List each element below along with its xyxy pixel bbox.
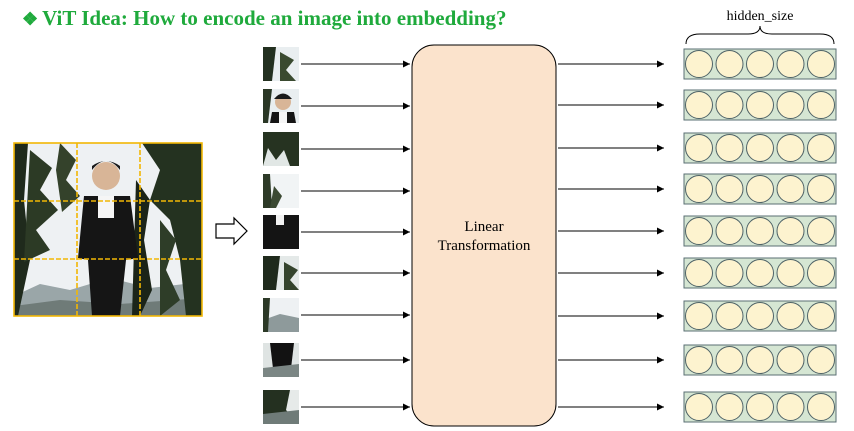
embedding-cell	[807, 91, 835, 119]
embedding-cell	[746, 302, 774, 330]
embedding-cell	[746, 217, 774, 245]
patch-6	[263, 256, 299, 290]
input-image	[14, 143, 202, 316]
embedding-cell	[715, 50, 744, 78]
embedding-cell	[807, 302, 835, 330]
embedding-cell	[685, 346, 713, 374]
embedding-cell	[807, 217, 835, 245]
embedding-cell	[715, 91, 744, 119]
embedding-cell	[685, 393, 713, 421]
embedding-cell	[776, 259, 805, 287]
embedding-cell	[746, 50, 774, 78]
hollow-right-arrow-icon	[215, 216, 248, 246]
box-to-embedding-arrows	[558, 60, 664, 411]
patch-1	[263, 47, 299, 81]
embedding-cell	[685, 50, 713, 78]
embedding-row-7	[683, 300, 837, 332]
embedding-cell	[715, 175, 744, 203]
embedding-cell	[776, 393, 805, 421]
embedding-cell	[715, 217, 744, 245]
box-label-line1: Linear	[464, 219, 504, 235]
embedding-cell	[685, 302, 713, 330]
embedding-cell	[715, 134, 744, 162]
embedding-cell	[807, 346, 835, 374]
linear-transformation-box	[411, 44, 557, 427]
embedding-row-6	[683, 257, 837, 289]
diagram-title: ❖ViT Idea: How to encode an image into e…	[22, 6, 507, 31]
embedding-cell	[715, 393, 744, 421]
embedding-cell	[776, 91, 805, 119]
linear-transformation-label: Linear Transformation	[412, 218, 556, 256]
embedding-cell	[807, 259, 835, 287]
box-label-line2: Transformation	[437, 238, 531, 254]
embedding-row-1	[683, 48, 837, 80]
embedding-cell	[715, 346, 744, 374]
embedding-row-4	[683, 173, 837, 205]
embedding-cell	[746, 393, 774, 421]
patch-3	[263, 132, 299, 166]
embedding-cell	[776, 50, 805, 78]
patch-grid	[13, 142, 203, 317]
patch-4	[263, 174, 299, 208]
embedding-cell	[685, 134, 713, 162]
embedding-cell	[776, 346, 805, 374]
embedding-cell	[776, 175, 805, 203]
embedding-row-9	[683, 391, 837, 423]
embedding-row-5	[683, 215, 837, 247]
embedding-cell	[746, 91, 774, 119]
hidden-size-label: hidden_size	[726, 9, 794, 24]
hidden-size-brace	[685, 25, 835, 45]
embedding-cell	[685, 175, 713, 203]
embedding-cell	[807, 393, 835, 421]
embedding-cell	[715, 259, 744, 287]
embedding-cell	[746, 346, 774, 374]
patch-to-box-arrows	[301, 60, 410, 411]
patch-9	[263, 390, 299, 424]
patch-8	[263, 343, 299, 377]
embedding-row-8	[683, 344, 837, 376]
embedding-vectors	[683, 48, 837, 423]
patch-2	[263, 89, 299, 123]
embedding-cell	[776, 302, 805, 330]
embedding-cell	[776, 134, 805, 162]
embedding-cell	[746, 175, 774, 203]
embedding-cell	[746, 134, 774, 162]
embedding-cell	[715, 302, 744, 330]
patch-7	[263, 298, 299, 332]
embedding-cell	[685, 259, 713, 287]
embedding-cell	[807, 134, 835, 162]
embedding-cell	[746, 259, 774, 287]
embedding-cell	[685, 91, 713, 119]
embedding-cell	[807, 175, 835, 203]
embedding-cell	[685, 217, 713, 245]
embedding-cell	[776, 217, 805, 245]
embedding-row-2	[683, 89, 837, 121]
diamond-bullet-icon: ❖	[22, 9, 39, 29]
embedding-cell	[807, 50, 835, 78]
title-text: ViT Idea: How to encode an image into em…	[42, 6, 507, 30]
patch-5	[263, 215, 299, 249]
embedding-row-3	[683, 132, 837, 164]
